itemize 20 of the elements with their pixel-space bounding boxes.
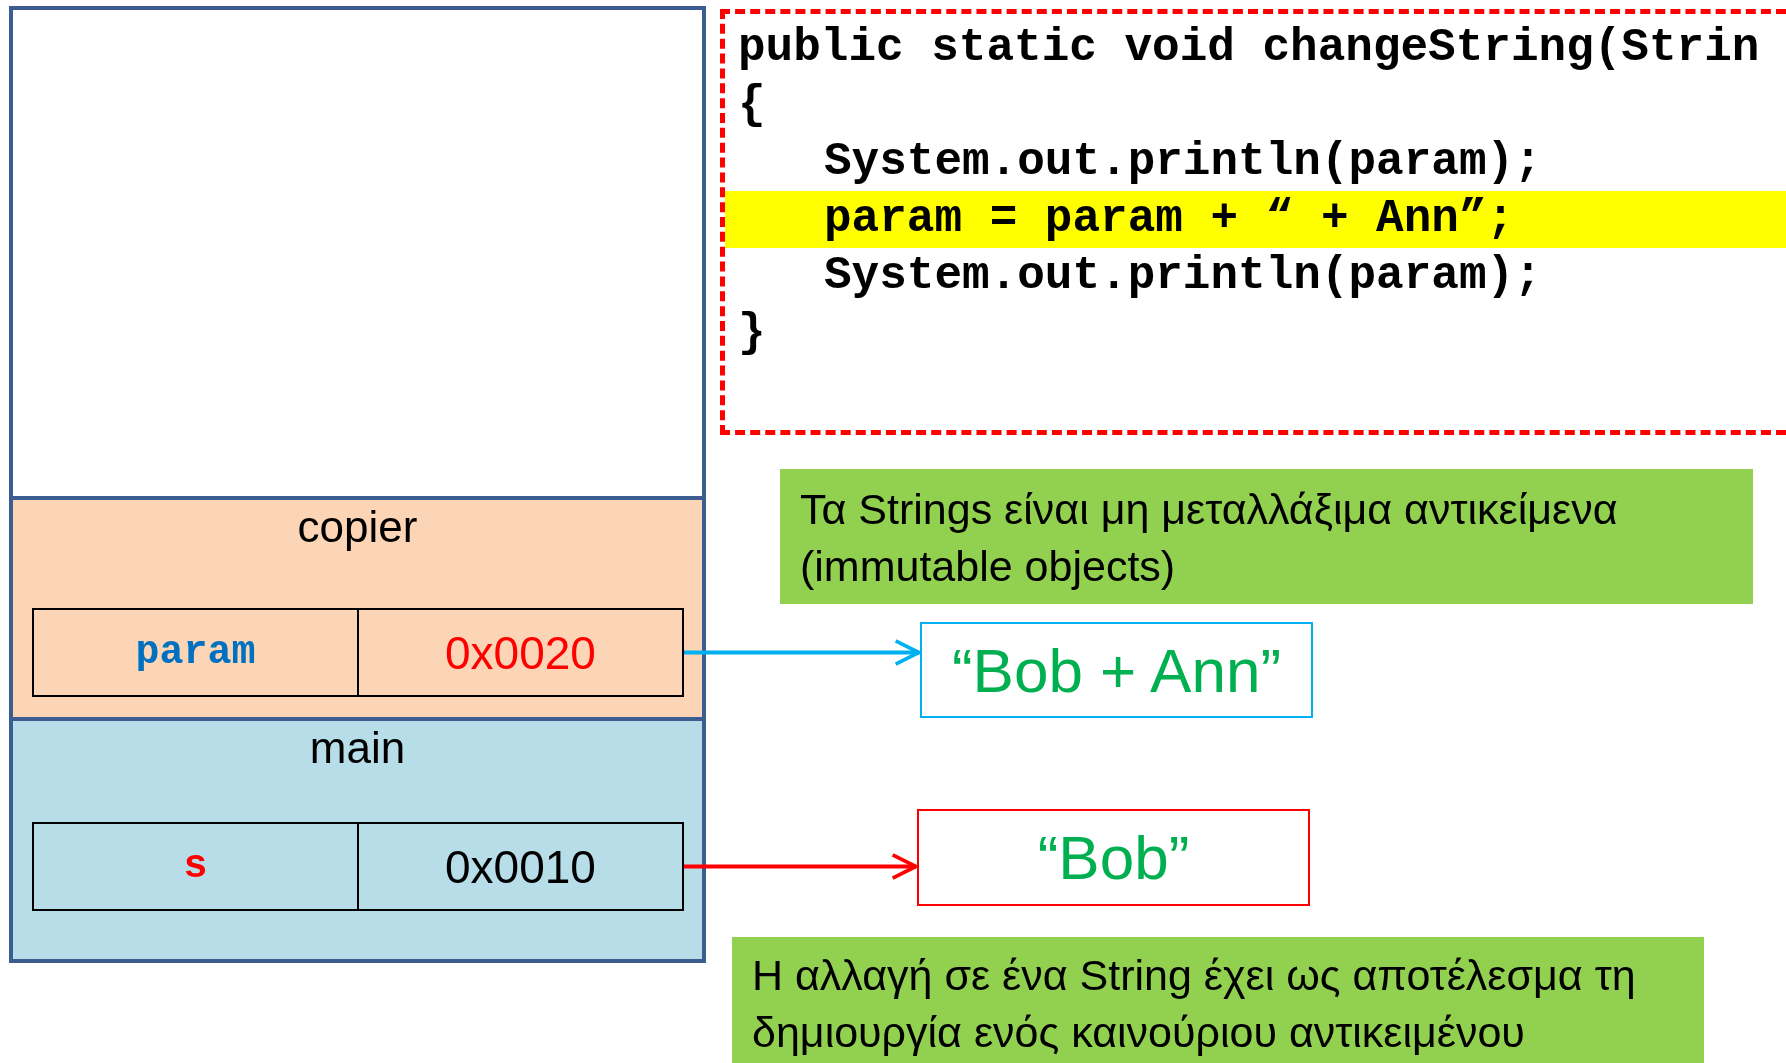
frame-label: copier (296, 502, 419, 552)
variable-name-cell: s (32, 822, 359, 911)
code-line: System.out.println(param); (823, 249, 1542, 304)
reference-value-cell: 0x0010 (357, 822, 684, 911)
note-box: Η αλλαγή σε ένα String έχει ως αποτέλεσμα τη δημιουργία ενός καινούριου αντικειμένου (732, 937, 1704, 1063)
string-object-box: “Bob” (917, 809, 1310, 906)
reference-value-cell: 0x0020 (357, 608, 684, 697)
code-box (720, 9, 1786, 435)
code-line: public static void changeString(Strin (738, 21, 1760, 76)
arrow (684, 638, 921, 667)
code-line: System.out.println(param); (823, 135, 1542, 190)
frame-label: main (308, 723, 407, 773)
arrow (684, 852, 918, 881)
note-box: Τα Strings είναι μη μεταλλάξιμα αντικείμενα (immutable objects) (780, 469, 1753, 604)
string-object-box: “Bob + Ann” (920, 622, 1313, 718)
variable-name-cell: param (32, 608, 359, 697)
stack-frame (13, 717, 702, 959)
call-stack-box (9, 6, 706, 963)
code-line: { (738, 78, 766, 133)
code-line: } (738, 306, 766, 361)
